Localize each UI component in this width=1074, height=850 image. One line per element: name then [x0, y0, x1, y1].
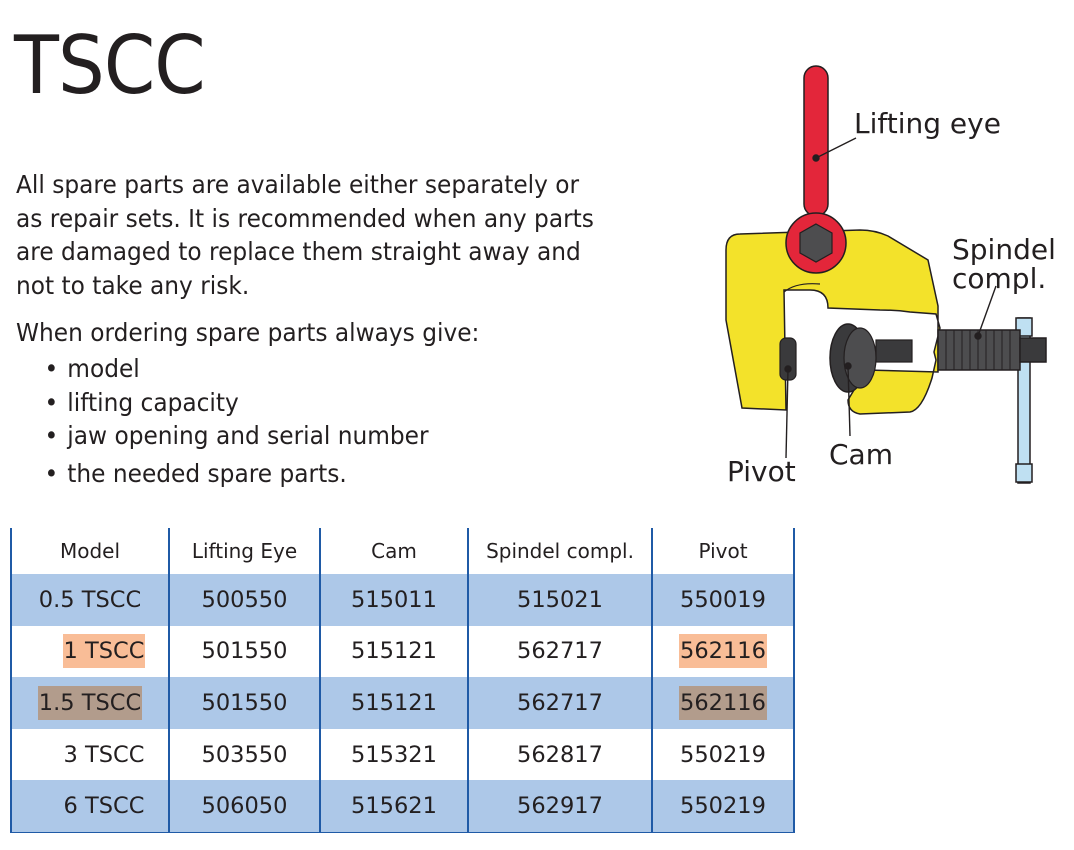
list-item: • lifting capacity: [16, 386, 429, 420]
table-row: 1.5 TSCC 501550 515121 562717 562116: [10, 677, 795, 729]
bullet-icon: •: [44, 387, 59, 417]
cell-spindel: 562817: [467, 728, 653, 781]
cell-pivot: 550219: [651, 728, 795, 781]
model-highlight: 1.5 TSCC: [37, 685, 143, 720]
cell-spindel: 562917: [467, 780, 653, 833]
ordering-list: • model • lifting capacity • jaw opening an…: [16, 352, 429, 491]
header-pivot: Pivot: [651, 528, 795, 574]
spare-parts-table: Model Lifting Eye Cam Spindel compl. Piv…: [10, 528, 795, 833]
page-title: TSCC: [14, 19, 206, 112]
header-spindel: Spindel compl.: [467, 528, 653, 574]
label-pivot: Pivot: [727, 455, 796, 488]
cell-spindel: 562717: [467, 677, 653, 729]
clamp-diagram: Lifting eye Spindel compl. Cam Pivot: [700, 60, 1074, 500]
cell-lifting-eye: 500550: [168, 574, 321, 626]
bullet-icon: •: [44, 458, 59, 488]
cell-model: 3 TSCC: [10, 728, 170, 781]
pivot-highlight: 562116: [679, 685, 767, 720]
list-item: • the needed spare parts.: [16, 453, 429, 491]
cell-lifting-eye: 503550: [168, 728, 321, 781]
cell-spindel: 562717: [467, 625, 653, 678]
label-spindel-line2: compl.: [952, 262, 1047, 295]
label-cam: Cam: [829, 438, 893, 471]
model-text: 6 TSCC: [63, 793, 145, 820]
clamp-illustration: [725, 65, 1047, 484]
list-item: • model: [16, 352, 429, 386]
cell-cam: 515621: [319, 780, 469, 833]
cell-pivot: 562116: [651, 677, 795, 729]
ordering-heading: When ordering spare parts always give:: [16, 318, 480, 347]
list-item: • jaw opening and serial number: [16, 419, 429, 453]
table-row: 6 TSCC 506050 515621 562917 550219: [10, 780, 795, 833]
label-lifting-eye: Lifting eye: [854, 107, 1001, 140]
list-item-text: lifting capacity: [67, 387, 239, 417]
label-spindel-line1: Spindel: [952, 233, 1056, 266]
pivot-highlight: 562116: [679, 634, 767, 669]
cell-cam: 515121: [319, 677, 469, 729]
table-row: 3 TSCC 503550 515321 562817 550219: [10, 728, 795, 781]
cell-model: 1.5 TSCC: [10, 677, 170, 729]
header-model: Model: [10, 528, 170, 574]
model-highlight: 1 TSCC: [62, 634, 146, 669]
cell-cam: 515121: [319, 625, 469, 678]
cell-cam: 515011: [319, 574, 469, 626]
intro-paragraph: All spare parts are available either sep…: [16, 168, 605, 302]
cell-pivot: 562116: [651, 625, 795, 678]
table-row: 1 TSCC 501550 515121 562717 562116: [10, 625, 795, 678]
table-header-row: Model Lifting Eye Cam Spindel compl. Piv…: [10, 528, 795, 574]
leader-lines: [784, 137, 997, 459]
cell-pivot: 550019: [651, 574, 795, 626]
header-lifting-eye: Lifting Eye: [168, 528, 321, 574]
list-item-text: the needed spare parts.: [67, 458, 347, 488]
cam-part: [829, 323, 913, 393]
bullet-icon: •: [44, 421, 59, 450]
model-text: 3 TSCC: [63, 741, 145, 768]
cell-model: 0.5 TSCC: [10, 574, 170, 626]
cell-lifting-eye: 501550: [168, 677, 321, 729]
cell-spindel: 515021: [467, 574, 653, 626]
cell-lifting-eye: 506050: [168, 780, 321, 833]
table-row: 0.5 TSCC 500550 515011 515021 550019: [10, 574, 795, 626]
cell-lifting-eye: 501550: [168, 625, 321, 678]
header-cam: Cam: [319, 528, 469, 574]
list-item-text: model: [67, 354, 140, 383]
cell-cam: 515321: [319, 728, 469, 781]
intro-text: All spare parts are available either sep…: [16, 170, 594, 300]
cell-pivot: 550219: [651, 780, 795, 833]
lifting-eye-part: [785, 65, 847, 274]
cell-model: 1 TSCC: [10, 625, 170, 678]
list-item-text: jaw opening and serial number: [67, 421, 429, 450]
cell-model: 6 TSCC: [10, 780, 170, 833]
bullet-icon: •: [44, 354, 59, 383]
